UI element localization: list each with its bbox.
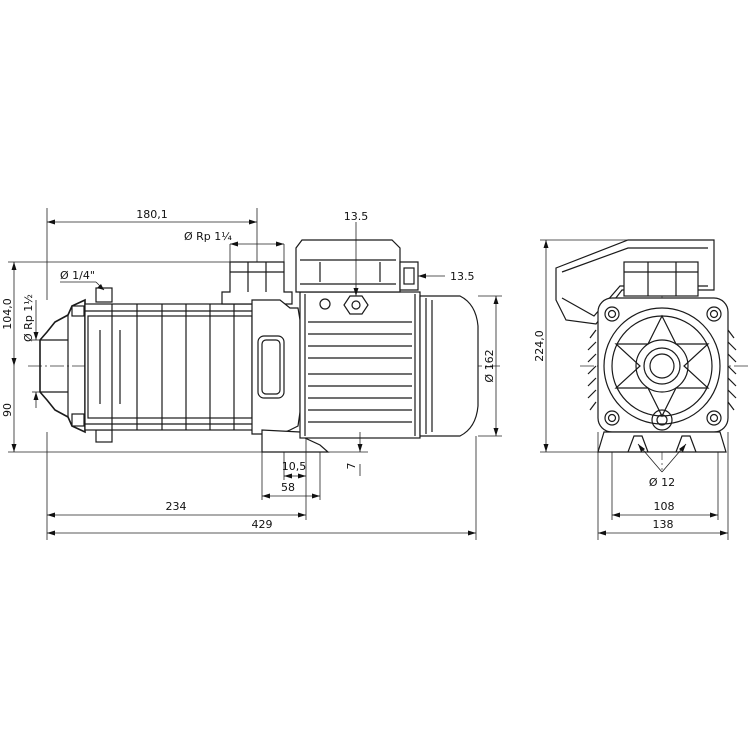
dim-7-label: 7 bbox=[345, 463, 358, 470]
discharge-outlet bbox=[221, 261, 293, 305]
dim-quarter-inch-label: Ø 1/4" bbox=[60, 269, 95, 282]
dim-rp112-label: Ø Rp 1½ bbox=[22, 294, 35, 342]
dim-105-label: 10,5 bbox=[282, 460, 307, 473]
dim-162-label: Ø 162 bbox=[483, 349, 496, 382]
front-dimensions: 224,0 Ø 12 108 138 bbox=[533, 239, 729, 540]
dim-180-label: 180,1 bbox=[136, 208, 168, 221]
dim-135-side-label: 13.5 bbox=[450, 270, 475, 283]
front-view bbox=[555, 239, 750, 470]
side-dimensions: 180,1 Ø Rp 1¼ 13.5 13.5 Ø 1/4" 104,0 bbox=[1, 208, 502, 540]
front-base bbox=[597, 431, 727, 453]
dim-rp114-label: Ø Rp 1¼ bbox=[184, 230, 232, 243]
dim-138-label: 138 bbox=[653, 518, 674, 531]
dim-234-label: 234 bbox=[166, 500, 187, 513]
side-view bbox=[28, 239, 500, 453]
top-plug bbox=[95, 287, 113, 303]
front-outlet bbox=[623, 261, 699, 297]
terminal-box bbox=[295, 239, 401, 293]
front-inlet bbox=[635, 339, 689, 393]
dim-224-label: 224,0 bbox=[533, 330, 546, 362]
dim-90-label: 90 bbox=[1, 403, 14, 417]
cable-gland bbox=[343, 295, 369, 315]
dim-58-label: 58 bbox=[281, 481, 295, 494]
dim-135-top-label: 13.5 bbox=[344, 210, 369, 223]
dim-104-label: 104,0 bbox=[1, 298, 14, 330]
fan-cover bbox=[419, 295, 479, 437]
dim-108-label: 108 bbox=[654, 500, 675, 513]
dim-12-label: Ø 12 bbox=[649, 476, 675, 489]
dim-429-label: 429 bbox=[252, 518, 273, 531]
stage-housing bbox=[84, 303, 256, 431]
bracket-window bbox=[257, 335, 285, 399]
front-housing bbox=[603, 307, 721, 425]
side-gland bbox=[399, 261, 419, 291]
